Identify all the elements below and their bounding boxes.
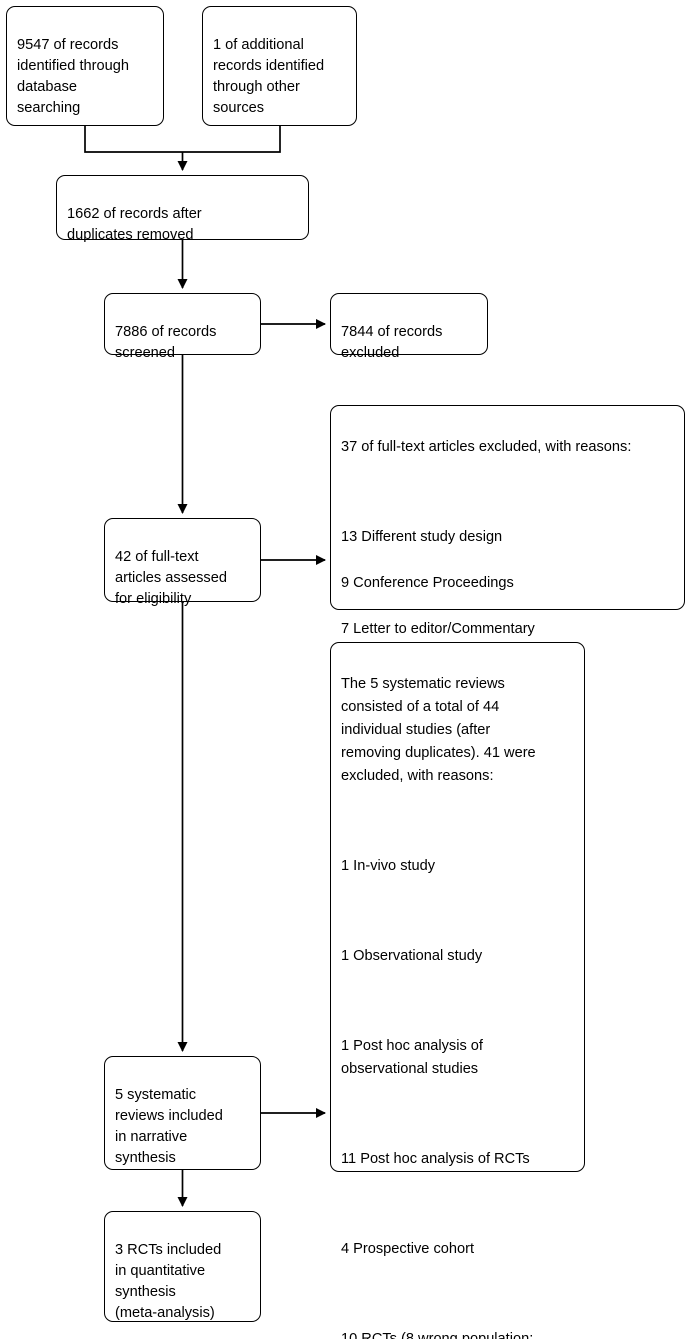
reviews-reason: 4 Prospective cohort [341, 1241, 475, 1257]
reviews-breakdown-heading: The 5 systematic reviews consisted of a … [341, 676, 536, 784]
box-fulltext-assessed-text: 42 of full-text articles assessed for el… [115, 549, 227, 607]
box-duplicates-removed: 1662 of records after duplicates removed [56, 175, 309, 243]
reviews-reason: 10 RCTs (8 wrong population; 2 data unav… [341, 1331, 534, 1339]
spacer [341, 811, 575, 832]
box-additional-records-text: 1 of additional records identified throu… [213, 37, 325, 116]
box-records-identified-text: 9547 of records identified through datab… [17, 37, 129, 116]
box-quantitative-synthesis: 3 RCTs included in quantitative synthesi… [104, 1211, 261, 1322]
reviews-reason: 1 Post hoc analysis of observational stu… [341, 1038, 483, 1077]
box-records-screened-text: 7886 of records screened [115, 324, 217, 361]
reviews-reason: 1 In-vivo study [341, 858, 436, 874]
spacer [341, 1194, 575, 1215]
box-additional-records: 1 of additional records identified throu… [202, 6, 357, 126]
box-duplicates-removed-text: 1662 of records after duplicates removed [67, 206, 202, 243]
fulltext-excluded-heading: 37 of full-text articles excluded, with … [341, 439, 632, 455]
reviews-reason: 11 Post hoc analysis of RCTs [341, 1151, 530, 1167]
box-narrative-synthesis-text: 5 systematic reviews included in narrati… [115, 1087, 223, 1166]
box-fulltext-assessed: 42 of full-text articles assessed for el… [104, 518, 261, 607]
spacer [341, 1104, 575, 1125]
spacer [341, 1284, 575, 1305]
fulltext-reason: 7 Letter to editor/Commentary [341, 621, 535, 637]
fulltext-reason: 13 Different study design [341, 529, 503, 545]
box-narrative-synthesis: 5 systematic reviews included in narrati… [104, 1056, 261, 1170]
box-records-excluded-text: 7844 of records excluded [341, 324, 443, 361]
spacer [341, 482, 675, 503]
spacer [341, 901, 575, 922]
reviews-reason: 1 Observational study [341, 948, 483, 964]
box-fulltext-excluded: 37 of full-text articles excluded, with … [330, 405, 685, 775]
box-quantitative-synthesis-text: 3 RCTs included in quantitative synthesi… [115, 1242, 222, 1321]
box-records-excluded: 7844 of records excluded [330, 293, 488, 361]
box-records-screened: 7886 of records screened [104, 293, 261, 361]
fulltext-reason: 9 Conference Proceedings [341, 575, 514, 591]
spacer [341, 991, 575, 1012]
box-records-identified: 9547 of records identified through datab… [6, 6, 164, 126]
box-reviews-breakdown: The 5 systematic reviews consisted of a … [330, 642, 585, 1339]
